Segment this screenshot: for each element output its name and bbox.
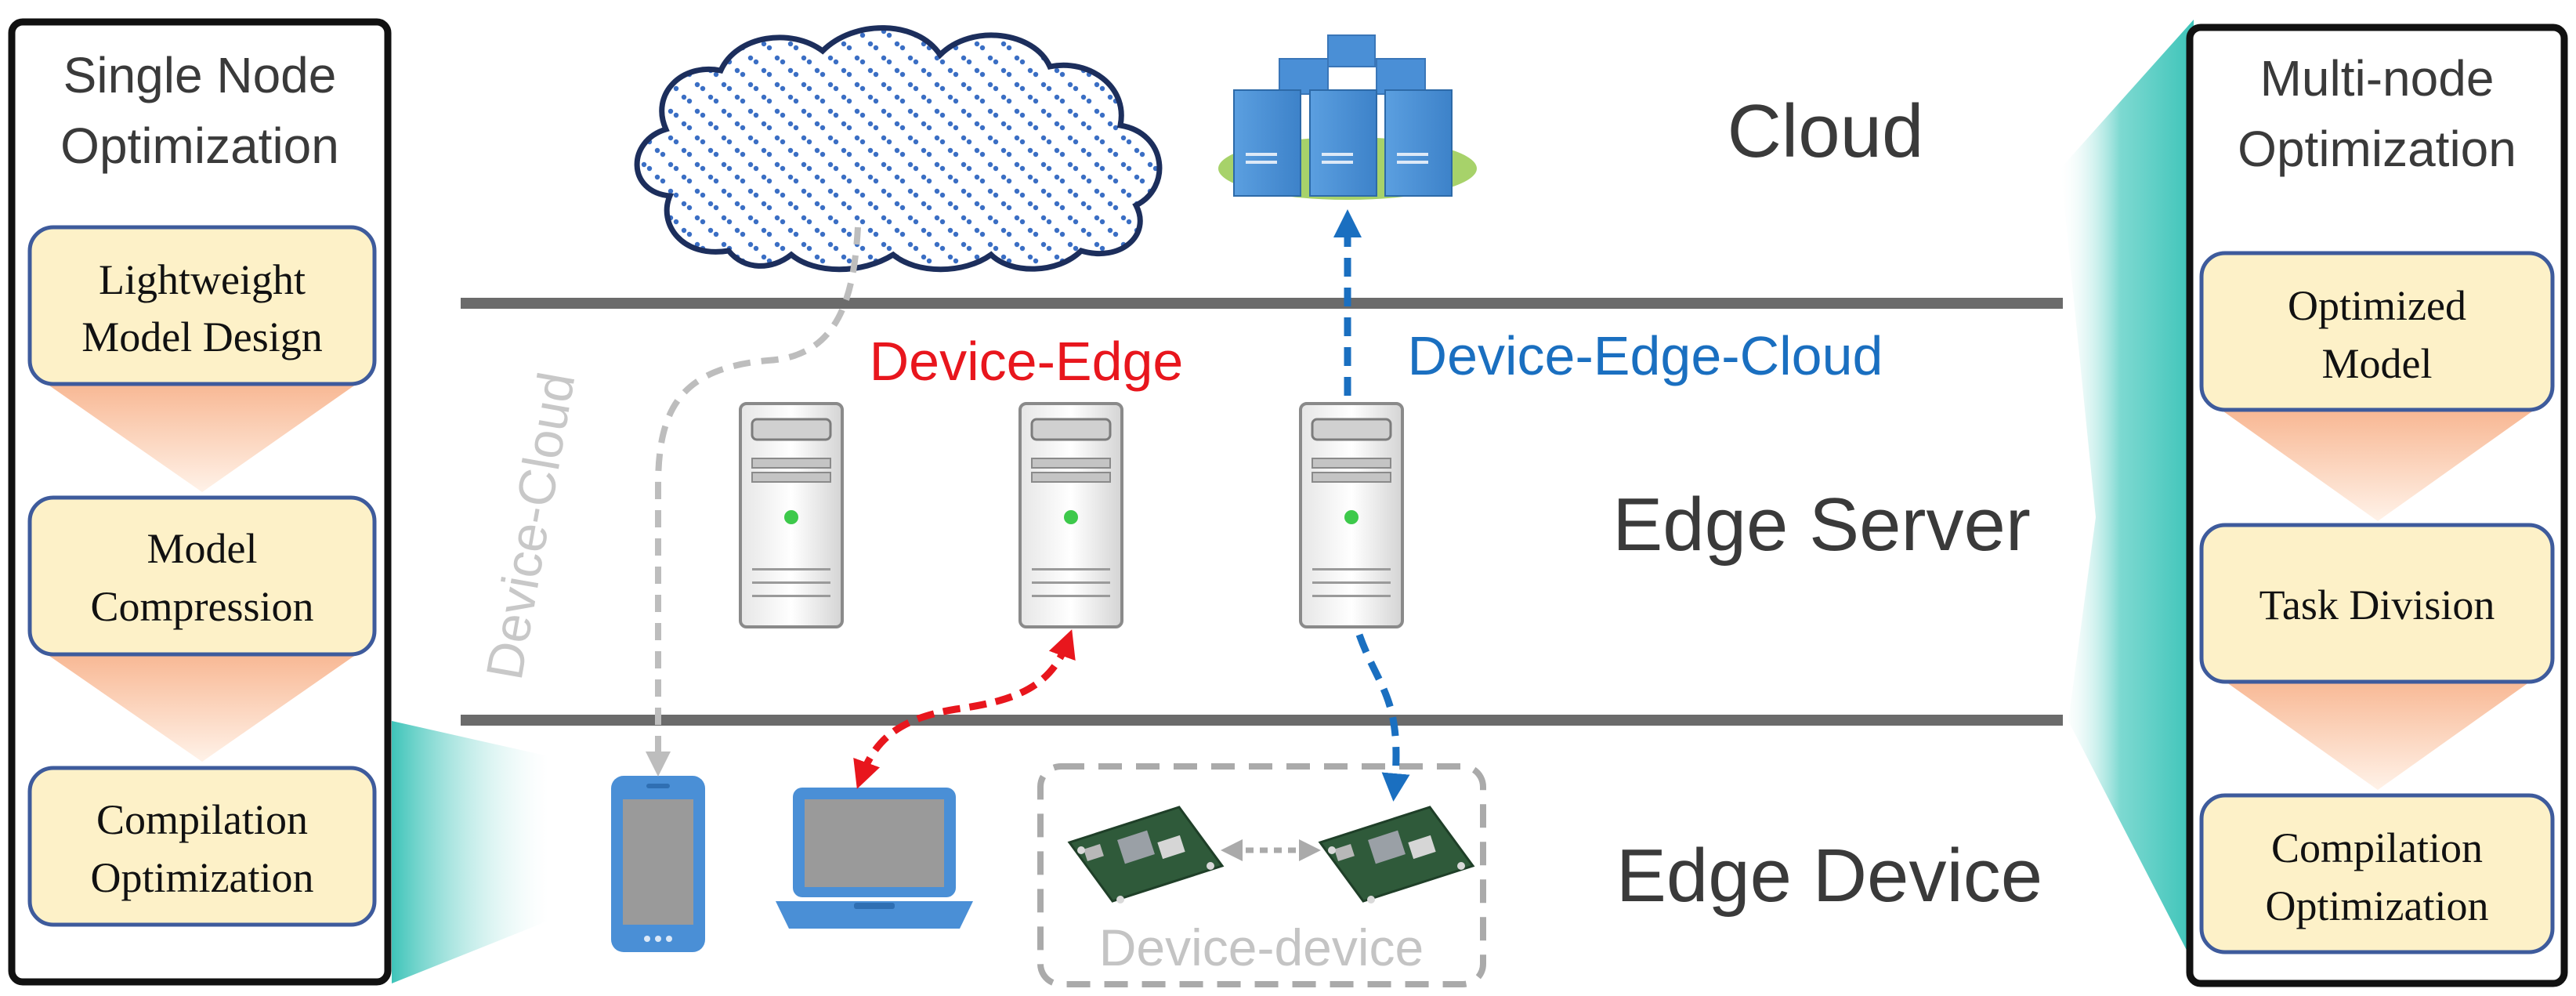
link-label-device-cloud: Device-Cloud (475, 368, 586, 683)
edge-device-divider (461, 715, 2063, 726)
left-chevron-1 (47, 384, 356, 492)
left-step-2 (27, 495, 377, 657)
right-step-2 (2199, 523, 2555, 684)
right-panel-title-line2: Optimization (2238, 121, 2516, 177)
right-funnel (2060, 20, 2194, 964)
cloud-icon (634, 25, 1163, 273)
right-panel: Multi-node Optimization Optimized Model … (2186, 24, 2568, 987)
right-step-2-line1: Task Division (2259, 581, 2495, 628)
left-step-3-line2: Optimization (91, 854, 314, 901)
device-cloud-arrow (646, 226, 861, 777)
link-label-device-device: Device-device (1099, 918, 1424, 976)
dev-board-icon-2 (1318, 806, 1475, 904)
left-step-1 (27, 225, 377, 386)
left-step-3 (27, 766, 377, 927)
right-step-1-line2: Model (2322, 340, 2433, 387)
dev-board-icon-1 (1067, 806, 1225, 904)
left-chevron-2 (47, 654, 356, 762)
right-step-1-line1: Optimized (2288, 282, 2466, 329)
right-chevron-1 (2223, 411, 2532, 521)
left-step-1-line1: Lightweight (99, 256, 306, 303)
right-chevron-2 (2223, 680, 2532, 790)
layer-label-edge-server: Edge Server (1612, 483, 2031, 567)
device-edge-cloud-arrow-down (1355, 633, 1410, 802)
left-step-2-line2: Compression (90, 583, 313, 630)
left-step-3-line1: Compilation (96, 796, 308, 843)
right-step-3-line1: Compilation (2271, 824, 2483, 871)
left-panel: Single Node Optimization Lightweight Mod… (8, 18, 392, 986)
left-step-1-line2: Model Design (81, 313, 322, 360)
left-panel-title-line2: Optimization (60, 118, 339, 174)
layer-label-cloud: Cloud (1728, 89, 1924, 173)
left-funnel (392, 721, 548, 983)
edge-server-icon-2 (1018, 402, 1123, 628)
edge-server-icon-1 (739, 402, 844, 628)
link-label-device-edge: Device-Edge (870, 331, 1184, 392)
layer-label-edge-device: Edge Device (1616, 834, 2042, 918)
device-device-group (1037, 763, 1486, 987)
cloud-edge-divider (461, 298, 2063, 309)
right-panel-title-line1: Multi-node (2260, 50, 2495, 107)
server-cluster-icon (1218, 34, 1477, 200)
device-edge-arrow (853, 629, 1076, 789)
laptop-icon (776, 788, 973, 929)
edge-server-icon-3 (1299, 402, 1404, 628)
smartphone-icon (611, 776, 705, 952)
link-label-device-edge-cloud: Device-Edge-Cloud (1408, 325, 1883, 386)
right-step-1 (2199, 251, 2555, 412)
left-step-2-line1: Model (147, 525, 258, 572)
right-step-3 (2199, 793, 2555, 954)
left-panel-title-line1: Single Node (63, 47, 337, 103)
right-step-3-line2: Optimization (2266, 882, 2489, 929)
